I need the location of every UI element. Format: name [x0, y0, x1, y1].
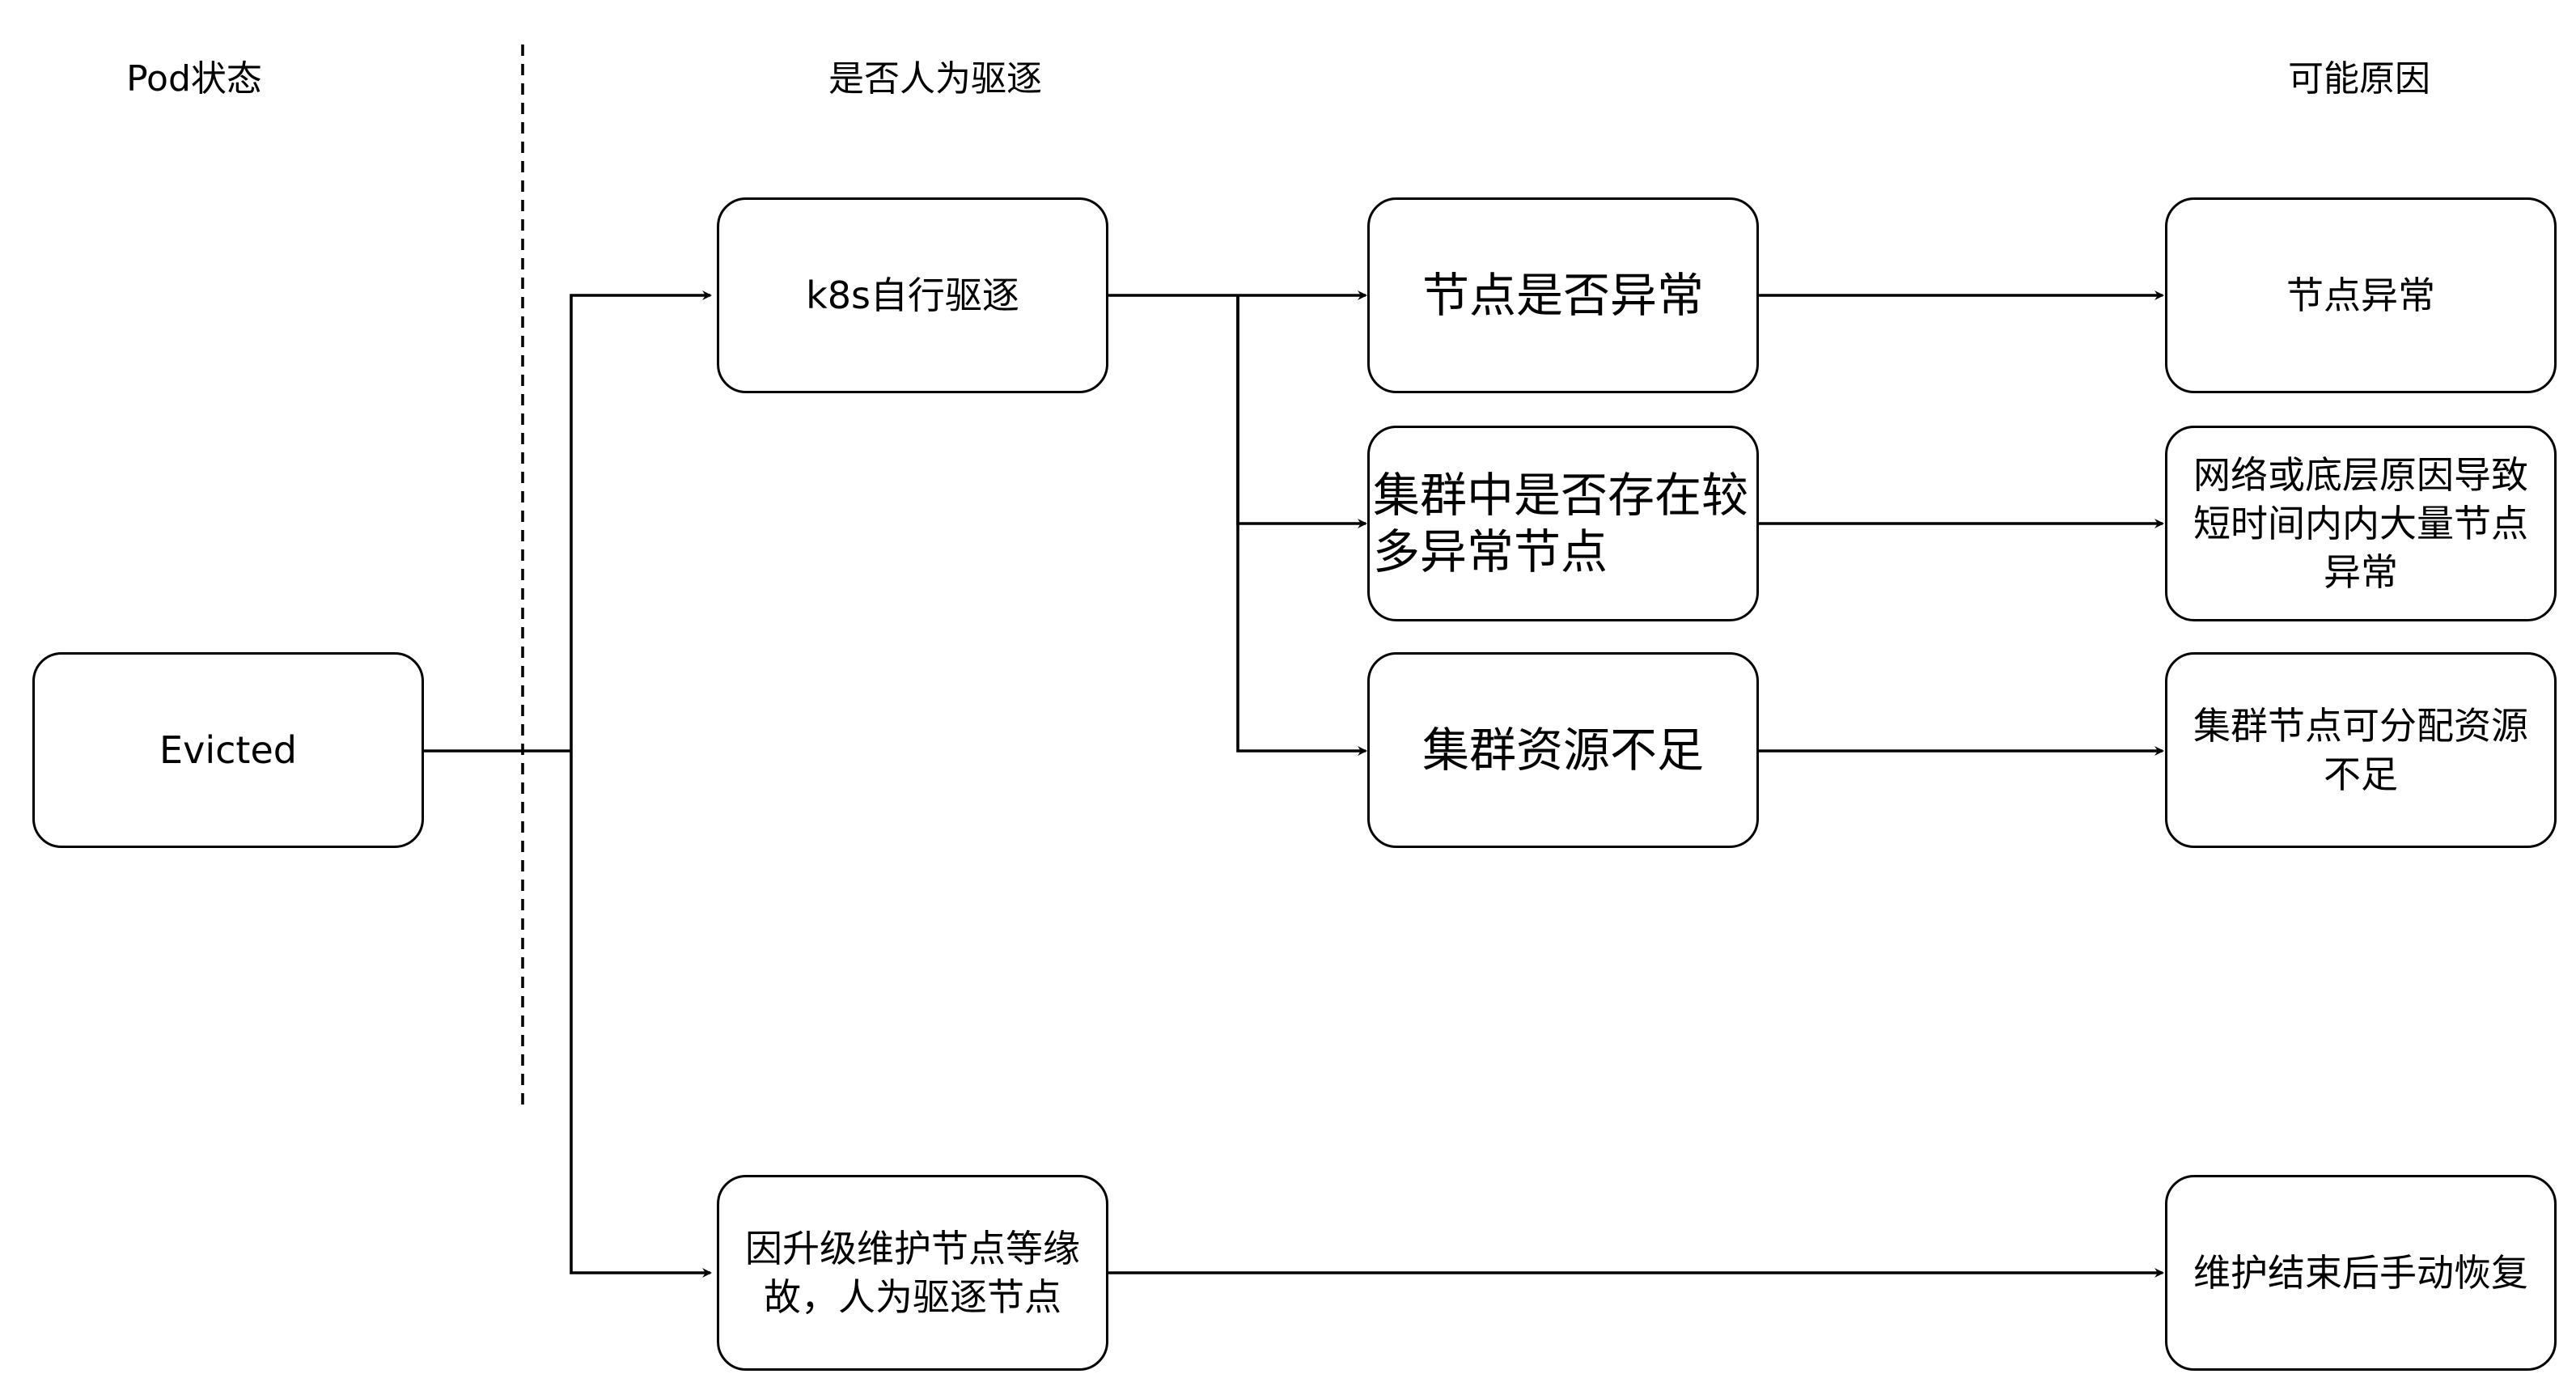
edge-evicted-to-manual	[570, 751, 712, 1278]
node-node-abnormal-question: 节点是否异常	[1367, 197, 1759, 393]
node-reason-manual-restore-label: 维护结束后手动恢复	[2193, 1251, 2528, 1295]
header-possible-reason: 可能原因	[2288, 58, 2430, 100]
node-many-abnormal-question: 集群中是否存在较多异常节点	[1367, 426, 1759, 621]
node-evicted: Evicted	[32, 652, 424, 848]
edge-evicted-to-k8s	[570, 290, 712, 751]
node-k8s-self-evict-label: k8s自行驱逐	[806, 273, 1019, 317]
node-reason-allocatable: 集群节点可分配资源不足	[2165, 652, 2557, 848]
edge-k8s-to-many-abnormal	[1236, 295, 1367, 528]
node-k8s-self-evict: k8s自行驱逐	[717, 197, 1108, 393]
node-resource-shortage-question: 集群资源不足	[1367, 652, 1759, 848]
node-reason-node-abnormal-label: 节点异常	[2286, 273, 2435, 317]
node-manual-evict-label: 因升级维护节点等缘故，人为驱逐节点	[745, 1227, 1080, 1319]
node-reason-network-label: 网络或底层原因导致短时间内内大量节点异常	[2193, 453, 2528, 594]
header-manual-evict: 是否人为驱逐	[828, 58, 1042, 100]
header-pod-status: Pod状态	[126, 58, 262, 100]
node-reason-network: 网络或底层原因导致短时间内内大量节点异常	[2165, 426, 2557, 621]
node-evicted-label: Evicted	[159, 728, 297, 772]
node-reason-manual-restore: 维护结束后手动恢复	[2165, 1175, 2557, 1371]
node-reason-node-abnormal: 节点异常	[2165, 197, 2557, 393]
node-node-abnormal-question-label: 节点是否异常	[1421, 268, 1704, 323]
node-many-abnormal-question-label: 集群中是否存在较多异常节点	[1373, 468, 1749, 579]
node-resource-shortage-question-label: 集群资源不足	[1421, 723, 1704, 778]
edge-k8s-to-resource	[1236, 295, 1367, 756]
node-reason-allocatable-label: 集群节点可分配资源不足	[2193, 704, 2528, 796]
node-manual-evict: 因升级维护节点等缘故，人为驱逐节点	[717, 1175, 1108, 1371]
